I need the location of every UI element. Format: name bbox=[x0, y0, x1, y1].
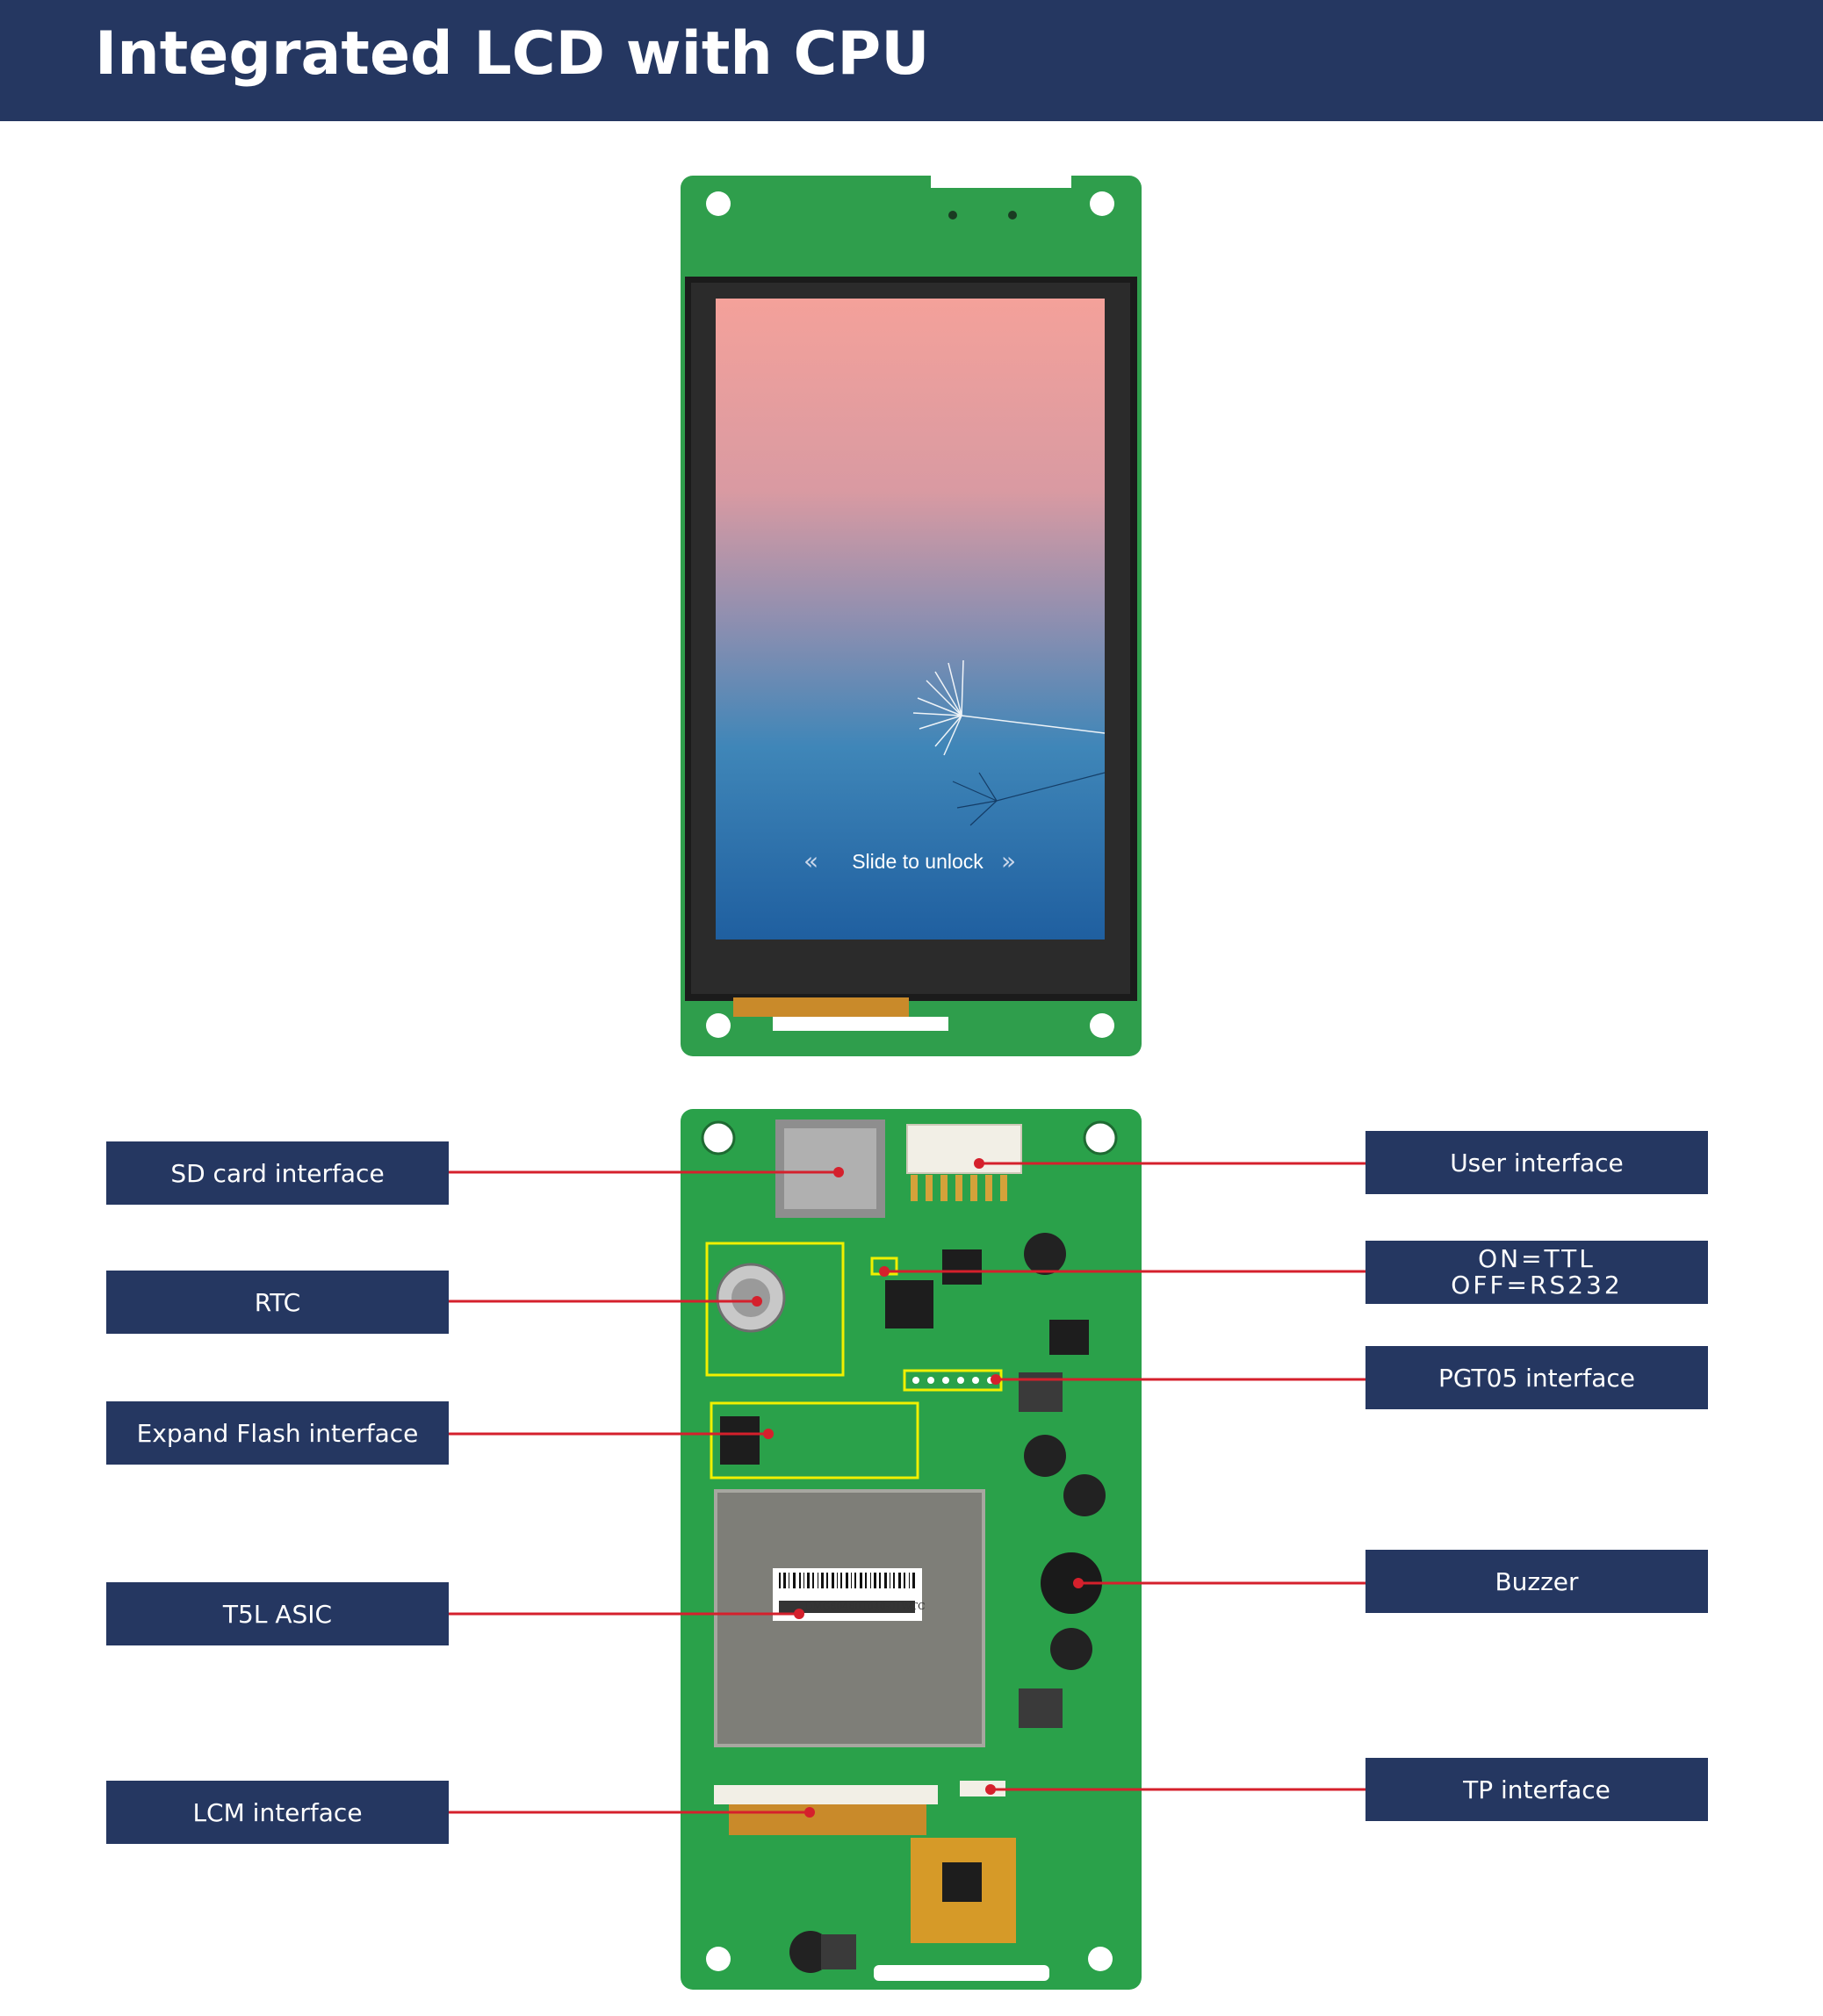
label-user-interface: User interface bbox=[1365, 1131, 1708, 1194]
label-rtc: RTC bbox=[106, 1271, 449, 1334]
label-text: PGT05 interface bbox=[1438, 1363, 1636, 1393]
label-t5l-asic: T5L ASIC bbox=[106, 1582, 449, 1645]
label-text: LCM interface bbox=[192, 1797, 363, 1827]
label-line-2: OFF=RS232 bbox=[1451, 1271, 1623, 1300]
page-title: Integrated LCD with CPU bbox=[95, 19, 930, 89]
label-pgt05-interface: PGT05 interface bbox=[1365, 1346, 1708, 1409]
label-text: TP interface bbox=[1463, 1775, 1610, 1804]
lcd-front-image bbox=[681, 176, 1142, 1056]
label-tp-interface: TP interface bbox=[1365, 1758, 1708, 1821]
pcb-back-image bbox=[681, 1109, 1142, 1990]
slide-right-arrow-icon: » bbox=[1001, 846, 1017, 875]
label-ttl-rs232-switch: ON=TTL OFF=RS232 bbox=[1365, 1241, 1708, 1304]
label-text: User interface bbox=[1450, 1148, 1624, 1177]
label-text: Buzzer bbox=[1495, 1566, 1579, 1596]
label-sd-card-interface: SD card interface bbox=[106, 1141, 449, 1205]
slide-to-unlock-text: Slide to unlock bbox=[852, 850, 984, 873]
label-line-1: ON=TTL bbox=[1478, 1244, 1596, 1273]
slide-left-arrow-icon: « bbox=[803, 846, 819, 875]
label-text: Expand Flash interface bbox=[136, 1418, 419, 1448]
label-text: RTC bbox=[254, 1287, 301, 1317]
label-text: T5L ASIC bbox=[222, 1599, 333, 1629]
label-expand-flash-interface: Expand Flash interface bbox=[106, 1401, 449, 1465]
header-banner: Integrated LCD with CPU bbox=[0, 0, 1823, 121]
label-lcm-interface: LCM interface bbox=[106, 1781, 449, 1844]
label-buzzer: Buzzer bbox=[1365, 1550, 1708, 1613]
asic-barcode-text: DMG80480T040-01WTC bbox=[804, 1601, 926, 1612]
label-text: SD card interface bbox=[170, 1158, 385, 1188]
